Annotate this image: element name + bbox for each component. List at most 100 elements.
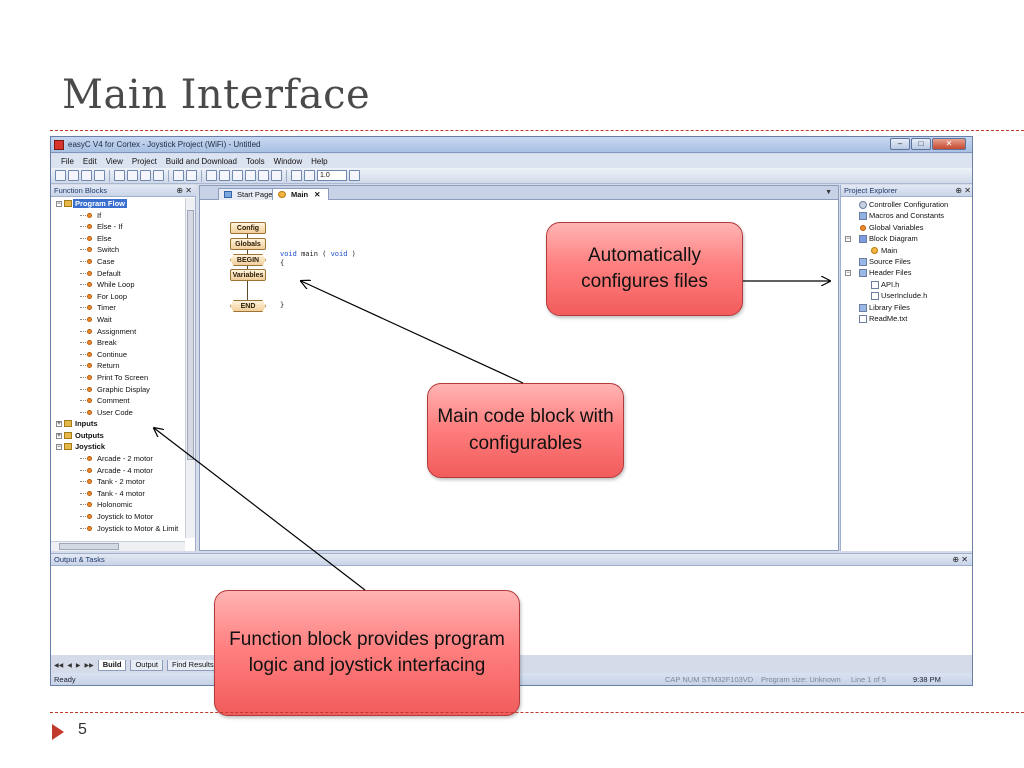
download-icon[interactable] — [186, 170, 197, 181]
tree-item-timer[interactable]: Timer — [51, 302, 185, 314]
tab-build[interactable]: Build — [97, 659, 127, 671]
collapse-icon[interactable]: − — [845, 270, 851, 277]
block-globals[interactable]: Globals — [230, 238, 266, 250]
block-begin[interactable]: BEGIN — [230, 254, 266, 266]
open-icon[interactable] — [68, 170, 79, 181]
compile-icon[interactable] — [219, 170, 230, 181]
tree-item-else-if[interactable]: Else - If — [51, 221, 185, 233]
tree-horizontal-scrollbar[interactable] — [51, 541, 185, 551]
pe-item-source-files[interactable]: Source Files — [841, 256, 972, 267]
terminal-icon[interactable] — [206, 170, 217, 181]
tools-icon[interactable] — [173, 170, 184, 181]
block-config[interactable]: Config — [230, 222, 266, 234]
tree-folder-program-flow[interactable]: −Program Flow — [56, 199, 128, 208]
close-button[interactable]: ✕ — [932, 138, 966, 150]
close-tab-icon[interactable]: ✕ — [314, 190, 321, 199]
pe-item-readme[interactable]: ReadMe.txt — [841, 313, 972, 324]
pe-item-controller-configuration[interactable]: Controller Configuration — [841, 199, 972, 210]
tree-item-comment[interactable]: Comment — [51, 395, 185, 407]
tab-main[interactable]: Main✕ — [272, 188, 330, 200]
menu-edit[interactable]: Edit — [82, 156, 97, 166]
cut-icon[interactable] — [127, 170, 138, 181]
tree-item-return[interactable]: Return — [51, 360, 185, 372]
print-icon[interactable] — [114, 170, 125, 181]
build-icon[interactable] — [232, 170, 243, 181]
tab-find-results[interactable]: Find Results — [166, 659, 219, 671]
tree-item-while-loop[interactable]: While Loop — [51, 279, 185, 291]
menu-window[interactable]: Window — [273, 156, 303, 166]
tree-item-user-code[interactable]: User Code — [51, 407, 185, 419]
menu-help[interactable]: Help — [311, 156, 328, 166]
menu-file[interactable]: File — [61, 156, 74, 166]
expand-icon[interactable]: + — [56, 421, 62, 428]
collapse-icon[interactable]: − — [56, 444, 62, 451]
tab-start-page[interactable]: Start Page — [218, 188, 282, 200]
tree-item-break[interactable]: Break — [51, 337, 185, 349]
panel-pin-close-icon[interactable]: ⊕ ✕ — [176, 186, 192, 195]
prev-tab-icon[interactable]: ◀ — [67, 662, 72, 669]
tree-item-default[interactable]: Default — [51, 268, 185, 280]
tree-item-tank-2-motor[interactable]: Tank - 2 motor — [51, 476, 185, 488]
menu-view[interactable]: View — [105, 156, 123, 166]
tree-item-holonomic[interactable]: Holonomic — [51, 499, 185, 511]
pe-item-block-diagram[interactable]: −Block Diagram — [845, 234, 918, 244]
tree-folder-inputs[interactable]: +Inputs — [56, 419, 98, 429]
tree-item-assignment[interactable]: Assignment — [51, 326, 185, 338]
tree-item-if[interactable]: If — [51, 210, 185, 222]
menu-build-and-download[interactable]: Build and Download — [165, 156, 237, 166]
tree-item-print-to-screen[interactable]: Print To Screen — [51, 372, 185, 384]
pe-item-macros[interactable]: Macros and Constants — [841, 210, 972, 221]
online-window-icon[interactable] — [245, 170, 256, 181]
menu-project[interactable]: Project — [131, 156, 157, 166]
graph-icon[interactable] — [271, 170, 282, 181]
first-tab-icon[interactable]: ◀◀ — [54, 662, 64, 669]
block-end[interactable]: END — [230, 300, 266, 312]
tree-item-switch[interactable]: Switch — [51, 244, 185, 256]
pe-item-api-h[interactable]: API.h — [841, 279, 972, 290]
pe-item-header-files[interactable]: −Header Files — [845, 268, 912, 278]
pe-item-library-files[interactable]: Library Files — [841, 302, 972, 313]
tree-folder-joystick[interactable]: −Joystick — [56, 442, 106, 452]
zoom-reset-icon[interactable] — [349, 170, 360, 181]
tree-item-arcade-4-motor[interactable]: Arcade - 4 motor — [51, 465, 185, 477]
new-file-icon[interactable] — [55, 170, 66, 181]
tree-item-case[interactable]: Case — [51, 256, 185, 268]
expand-icon[interactable]: + — [56, 432, 62, 439]
debug-icon[interactable] — [258, 170, 269, 181]
panel-pin-close-icon[interactable]: ⊕ ✕ — [955, 186, 971, 195]
tab-list-dropdown-icon[interactable]: ▼ — [825, 189, 832, 196]
tree-folder-outputs[interactable]: +Outputs — [56, 430, 104, 440]
tree-item-tank-4-motor[interactable]: Tank - 4 motor — [51, 488, 185, 500]
tree-item-joystick-to-motor[interactable]: Joystick to Motor — [51, 511, 185, 523]
pe-item-userinclude-h[interactable]: UserInclude.h — [841, 290, 972, 301]
collapse-icon[interactable]: − — [845, 236, 851, 243]
tree-item-arcade-2-motor[interactable]: Arcade - 2 motor — [51, 453, 185, 465]
panel-pin-close-icon[interactable]: ⊕ ✕ — [952, 555, 968, 564]
next-tab-icon[interactable]: ▶ — [75, 662, 81, 669]
tree-item-joystick-to-motor-limit[interactable]: Joystick to Motor & Limit — [51, 523, 185, 535]
save-icon[interactable] — [94, 170, 105, 181]
copy-icon[interactable] — [140, 170, 151, 181]
pe-item-global-variables[interactable]: Global Variables — [841, 222, 972, 233]
collapse-icon[interactable]: − — [56, 201, 62, 207]
menu-tools[interactable]: Tools — [245, 156, 265, 166]
tree-item-wait[interactable]: Wait — [51, 314, 185, 326]
tab-output[interactable]: Output — [130, 659, 163, 671]
tree-item-continue[interactable]: Continue — [51, 349, 185, 361]
zoom-select[interactable]: 1.0 — [317, 170, 347, 181]
scroll-thumb[interactable] — [187, 210, 194, 460]
tree-vertical-scrollbar[interactable] — [185, 198, 195, 538]
tree-item-graphic-display[interactable]: Graphic Display — [51, 384, 185, 396]
block-variables[interactable]: Variables — [230, 269, 266, 281]
scroll-thumb[interactable] — [59, 543, 119, 550]
last-tab-icon[interactable]: ▶▶ — [84, 662, 94, 669]
pe-item-main[interactable]: Main — [841, 245, 972, 256]
zoom-icon[interactable] — [304, 170, 315, 181]
tree-item-for-loop[interactable]: For Loop — [51, 291, 185, 303]
tree-item-else[interactable]: Else — [51, 233, 185, 245]
open-folder-icon[interactable] — [81, 170, 92, 181]
minimize-button[interactable]: – — [890, 138, 910, 150]
loader-icon[interactable] — [291, 170, 302, 181]
maximize-button[interactable]: □ — [911, 138, 931, 150]
paste-icon[interactable] — [153, 170, 164, 181]
